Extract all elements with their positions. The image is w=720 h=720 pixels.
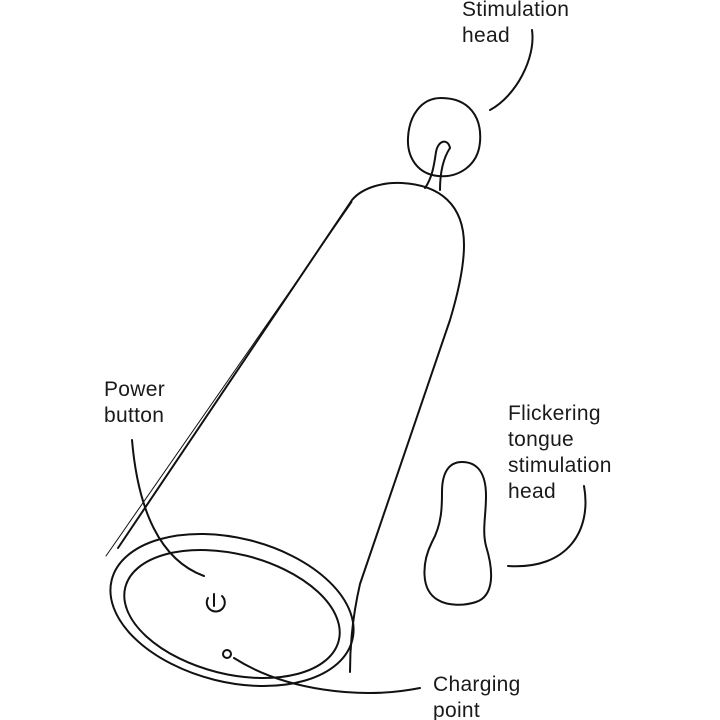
stimulation-head-disc bbox=[406, 97, 482, 178]
label-line: tongue bbox=[508, 428, 575, 451]
label-line: Stimulation bbox=[462, 0, 570, 21]
label-line: Flickering bbox=[508, 402, 601, 425]
label-line: Charging bbox=[433, 673, 521, 696]
stimulation-head-stem-back bbox=[439, 147, 451, 191]
power-button-icon bbox=[205, 593, 226, 613]
leader-line-power-button bbox=[131, 439, 205, 577]
label-line: point bbox=[433, 699, 481, 720]
charging-point-icon bbox=[222, 649, 232, 659]
leader-line-charging-point bbox=[233, 657, 421, 694]
label-line: head bbox=[462, 24, 510, 47]
stimulation-head-stem bbox=[424, 140, 451, 189]
label-stimulation-head: Stimulation head bbox=[462, 0, 569, 49]
leader-line-tongue-head bbox=[507, 485, 587, 568]
tongue-head-shape bbox=[423, 461, 493, 606]
label-line: stimulation bbox=[508, 454, 612, 477]
label-flickering-tongue: Flickering tongue stimulation head bbox=[508, 401, 612, 505]
device-base-outer bbox=[109, 532, 355, 688]
leader-line-stimulation-head bbox=[489, 29, 534, 111]
device-base-inner bbox=[123, 548, 341, 680]
label-charging-point: Charging point bbox=[433, 672, 521, 720]
label-power-button: Power button bbox=[104, 377, 165, 429]
label-line: head bbox=[508, 480, 556, 503]
body-edge-highlight bbox=[105, 201, 353, 557]
label-line: button bbox=[104, 404, 165, 427]
label-line: Power bbox=[104, 378, 166, 401]
device-body bbox=[117, 181, 465, 673]
